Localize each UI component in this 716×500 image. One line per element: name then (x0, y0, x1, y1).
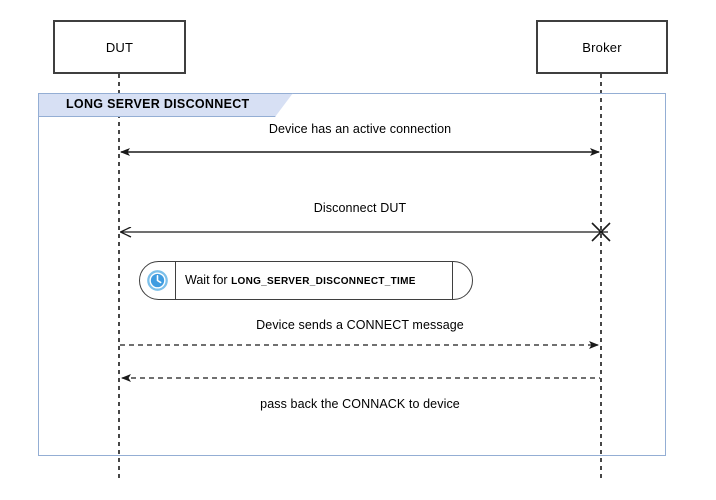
wait-box-divider-left (175, 261, 176, 300)
participant-box-broker[interactable]: Broker (536, 20, 668, 74)
wait-action-box[interactable]: Wait for LONG_SERVER_DISCONNECT_TIME (139, 261, 473, 300)
fragment-frame (38, 93, 666, 456)
clock-icon (147, 270, 168, 291)
wait-action-constant: LONG_SERVER_DISCONNECT_TIME (231, 276, 416, 287)
wait-action-prefix: Wait for (185, 273, 232, 287)
message-label-active-connection: Device has an active connection (268, 122, 452, 136)
fragment-label-tab[interactable]: LONG SERVER DISCONNECT (38, 93, 293, 117)
message-label-connack-message: pass back the CONNACK to device (260, 397, 460, 411)
message-label-disconnect-dut: Disconnect DUT (313, 201, 407, 215)
wait-action-text: Wait for LONG_SERVER_DISCONNECT_TIME (185, 261, 416, 300)
participant-label-dut: DUT (105, 39, 134, 55)
wait-box-shell (139, 261, 473, 300)
participant-box-dut[interactable]: DUT (53, 20, 186, 74)
participant-label-broker: Broker (582, 39, 622, 55)
fragment-label-text: LONG SERVER DISCONNECT (66, 97, 250, 111)
destroy-x-marker (591, 222, 611, 242)
fragment-tab-shape (38, 93, 293, 117)
wait-box-divider-right (452, 261, 453, 300)
message-label-connect-message: Device sends a CONNECT message (256, 318, 464, 332)
